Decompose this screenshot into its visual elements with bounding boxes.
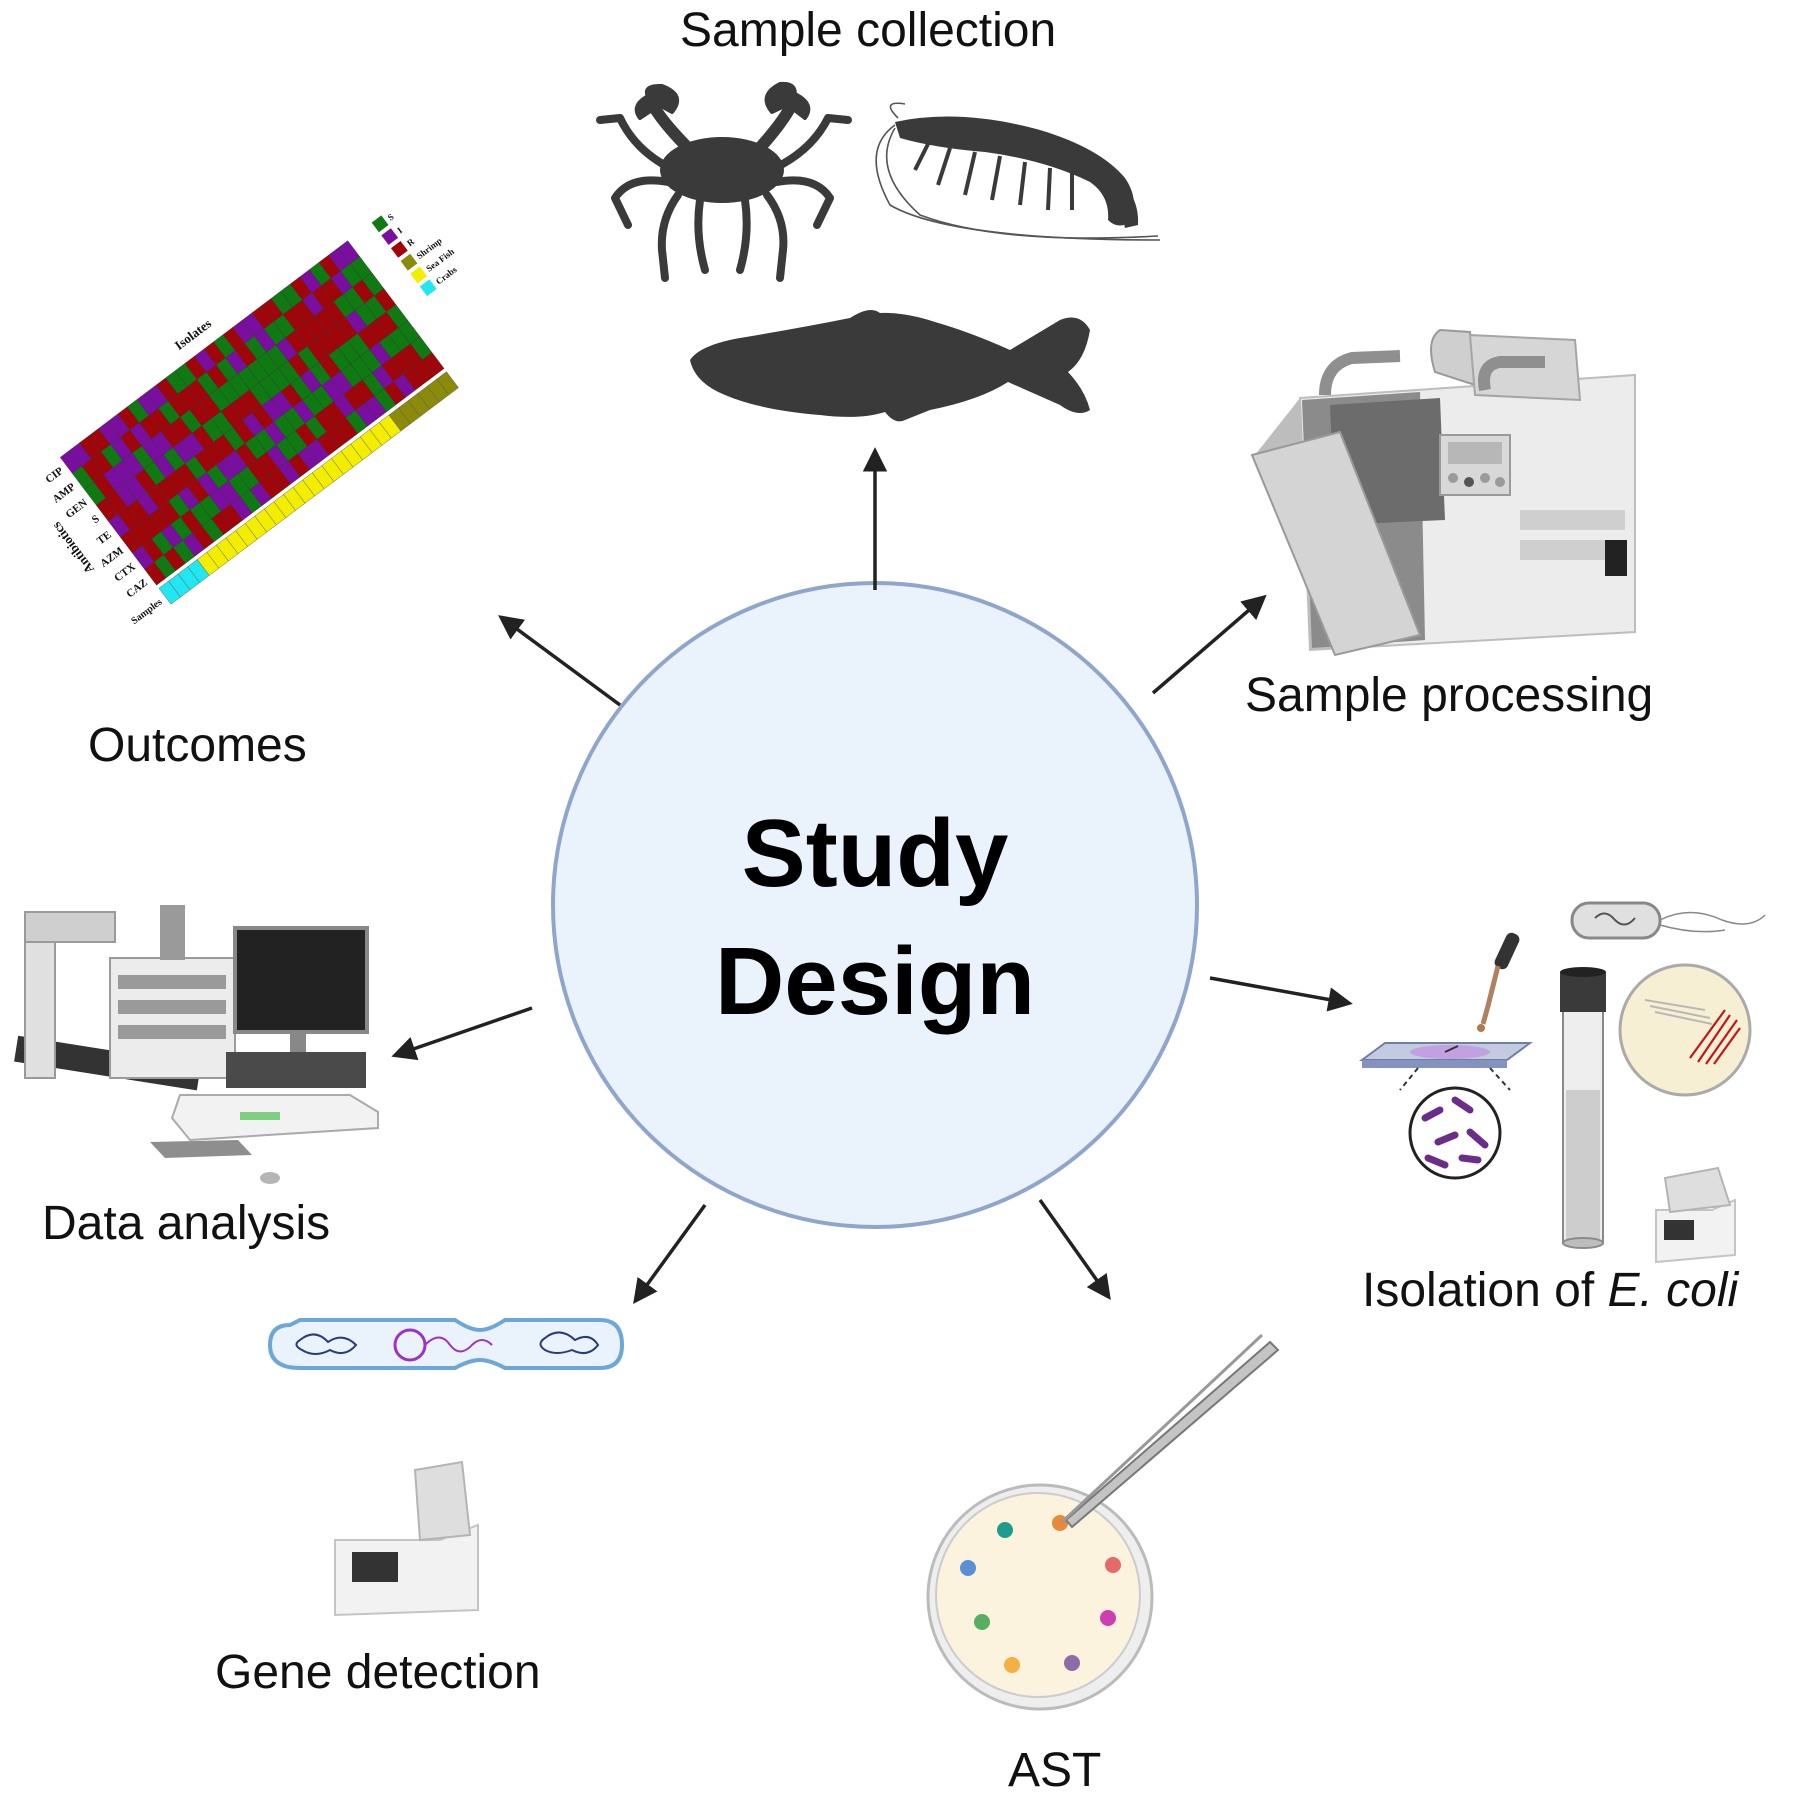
disk-teal (997, 1522, 1013, 1538)
test-tube-icon (1560, 967, 1606, 1249)
microscope-view-icon (1408, 1086, 1502, 1180)
label-isolation-species: E. coli (1607, 1264, 1739, 1317)
arrows (391, 447, 1353, 1304)
heatmap-antibiotic-label: S (90, 513, 102, 526)
heatmap-antibiotic-label: CAZ (124, 577, 150, 601)
isolation-icons (1358, 901, 1766, 1264)
label-data-analysis: Data analysis (42, 1197, 331, 1250)
disk-blue (960, 1560, 976, 1576)
homogenizer-icon (1250, 328, 1636, 657)
slide-icon (1358, 1042, 1534, 1091)
arrow-to-isolation (1209, 976, 1353, 1012)
arrow-to-outcomes (498, 615, 622, 707)
monitor-icon (226, 926, 369, 1088)
heatmap-legend-swatch (410, 266, 428, 284)
disk-red (1105, 1557, 1121, 1573)
center-title: Study Design (550, 790, 1200, 1046)
disk-green (974, 1614, 990, 1630)
lab-instrument-icon (14, 905, 236, 1091)
heatmap-legend-swatch (400, 253, 418, 271)
heatmap-samples-label: Samples (129, 597, 164, 627)
heatmap-antibiotic-label: AMP (50, 481, 77, 506)
gene-detection-icons (267, 1318, 625, 1617)
center-title-line2: Design (714, 928, 1036, 1035)
label-sample-processing: Sample processing (1245, 669, 1654, 722)
label-isolation: Isolation of E. coli (1362, 1267, 1738, 1315)
heatmap-legend-swatch (419, 279, 437, 297)
label-isolation-prefix: Isolation of (1362, 1264, 1608, 1317)
heatmap-antibiotics-title: Antibiotics (49, 519, 97, 576)
computer-base-icon (170, 1094, 379, 1142)
forceps-icon (1060, 1333, 1280, 1529)
heatmap-cell (422, 352, 445, 376)
heatmap-legend-swatch (390, 240, 408, 258)
data-analysis-icons (14, 905, 379, 1184)
dropper-icon (1477, 932, 1520, 1032)
heatmap-antibiotic-label: GEN (63, 497, 89, 521)
heatmap-antibiotic-label: CIP (43, 465, 66, 486)
disk-magenta (1100, 1610, 1116, 1626)
arrow-to-sample-processing (1151, 594, 1267, 695)
bacterium-icon (1570, 901, 1766, 940)
heatmap-legend-label: R (405, 236, 417, 248)
crab-icon (596, 81, 852, 282)
label-outcomes: Outcomes (88, 719, 307, 772)
heatmap-legend-swatch (371, 215, 389, 233)
shrimp-icon (875, 102, 1161, 241)
keyboard-icon (150, 1140, 280, 1184)
label-ast: AST (1008, 1744, 1102, 1797)
pcr-machine-icon (1655, 1166, 1736, 1264)
arrow-to-gene-detection (633, 1203, 707, 1304)
heatmap-antibiotic-label: CTX (112, 561, 138, 585)
heatmap-legend-swatch (381, 228, 399, 246)
disk-purple (1064, 1655, 1080, 1671)
heatmap-legend-label: I (395, 225, 404, 235)
arrow-to-data-analysis (391, 1006, 533, 1061)
fish-icon (690, 309, 1090, 422)
dividing-cell-icon (267, 1318, 625, 1370)
pcr-machine-icon (334, 1460, 479, 1617)
disk-yellow (1004, 1657, 1020, 1673)
heatmap-sample-cell (436, 371, 459, 396)
heatmap-legend-label: S (386, 212, 396, 223)
heatmap-antibiotic-label: TE (95, 529, 114, 547)
center-title-line1: Study (741, 800, 1009, 907)
ast-petri-dish-icon (926, 1333, 1280, 1711)
agar-plate-icon (1618, 963, 1752, 1097)
arrow-to-ast (1038, 1198, 1111, 1300)
label-gene-detection: Gene detection (215, 1646, 541, 1699)
label-sample-collection: Sample collection (680, 4, 1057, 57)
